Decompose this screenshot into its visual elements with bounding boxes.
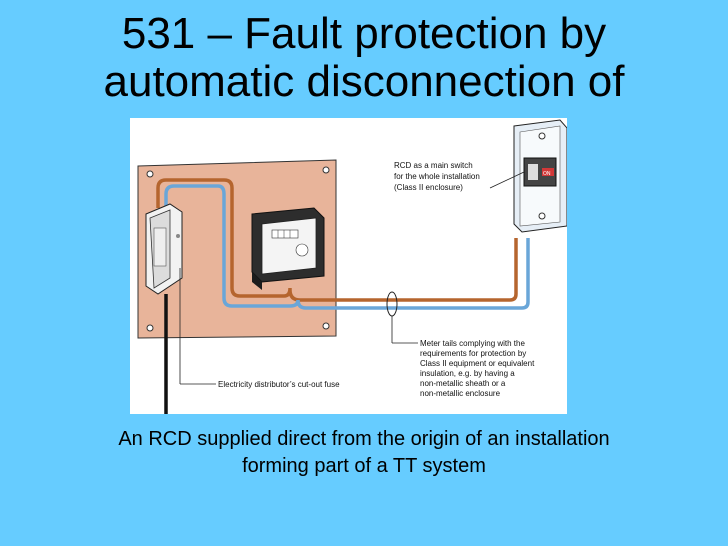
tails-label-line-5: non-metallic sheath or a: [420, 379, 506, 388]
rcd-label-line-2: for the whole installation: [394, 172, 480, 181]
slide-title: 531 – Fault protection by automatic disc…: [0, 10, 728, 106]
rcd-main-switch: [513, 119, 567, 233]
board-screw: [322, 166, 330, 174]
slide-caption: An RCD supplied direct from the origin o…: [0, 426, 728, 480]
tails-label-line-2: requirements for protection by: [420, 349, 526, 358]
diagram-svg: Electricity distributor’s cut-out fuse O…: [137, 119, 567, 414]
installation-diagram: Electricity distributor’s cut-out fuse O…: [130, 118, 567, 414]
board-screw: [146, 170, 154, 178]
tails-marker: [386, 291, 398, 317]
board-screw: [146, 324, 154, 332]
title-line-1: 531 – Fault protection by: [121, 9, 607, 58]
brown-cable: [156, 178, 518, 302]
cutout-fuse: [145, 203, 216, 414]
board-screw: [322, 322, 330, 330]
tails-label-line-3: Class II equipment or equivalent: [420, 359, 535, 368]
rcd-label-line-3: (Class II enclosure): [394, 183, 463, 192]
tails-label-line-1: Meter tails complying with the: [420, 339, 525, 348]
electricity-meter: [251, 207, 325, 290]
caption-line-2: forming part of a TT system: [242, 455, 486, 477]
rcd-label-line-1: RCD as a main switch: [394, 161, 473, 170]
tails-label-line-4: insulation, e.g. by having a: [420, 369, 515, 378]
blue-cable: [164, 184, 530, 310]
fuse-label: Electricity distributor’s cut-out fuse: [218, 380, 340, 389]
tails-label-line-6: non-metallic enclosure: [420, 389, 501, 398]
rcd-on-indicator: ON: [543, 171, 551, 177]
title-line-2: automatic disconnection of: [103, 57, 625, 106]
caption-line-1: An RCD supplied direct from the origin o…: [118, 428, 610, 450]
